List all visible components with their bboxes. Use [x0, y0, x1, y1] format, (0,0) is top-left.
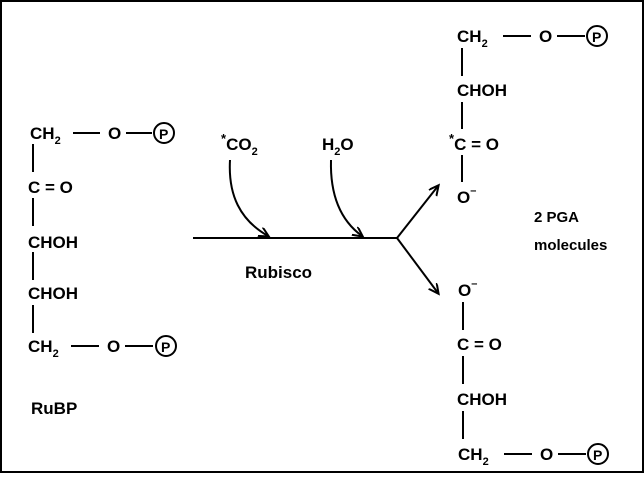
h2o-label: H2O: [322, 135, 354, 158]
phosphate-icon: [155, 335, 177, 357]
rubp-o-bottom: O: [107, 337, 120, 356]
pga-bottom-choh: CHOH: [457, 390, 507, 409]
pga-top-o: O: [539, 27, 552, 46]
pga-label-line2: molecules: [534, 237, 607, 254]
rubp-molecule: CH2 O P C = O CHOH CHOH CH2 O P RuBP: [28, 122, 177, 418]
pga-top-carboxyl: *C = O: [449, 131, 499, 154]
h2o-curved-arrow: [329, 159, 362, 236]
split-arrow-up: [396, 186, 438, 239]
rubp-choh-1: CHOH: [28, 233, 78, 252]
rubp-o-top: O: [108, 124, 121, 143]
co2-curved-arrow: [228, 159, 268, 236]
rubp-choh-2: CHOH: [28, 284, 78, 303]
pga-top-o-minus: O–: [457, 185, 476, 207]
phosphate-letter: P: [159, 126, 168, 142]
rubp-label: RuBP: [31, 399, 77, 418]
phosphate-icon: [586, 25, 608, 47]
rubp-ch2-top: CH2: [30, 124, 61, 147]
rubp-carbonyl: C = O: [28, 178, 73, 197]
rubp-ch2-bottom: CH2: [28, 337, 59, 360]
pga-top-choh: CHOH: [457, 81, 507, 100]
pga-top-ch2: CH2: [457, 27, 488, 50]
phosphate-letter: P: [161, 339, 170, 355]
phosphate-icon: [153, 122, 175, 144]
phosphate-letter: P: [592, 29, 601, 45]
co2-label: *CO2: [221, 131, 258, 158]
split-arrow-down: [396, 237, 438, 293]
pga-bottom-o-minus: O–: [458, 278, 477, 300]
pga-top-molecule: CH2 O P CHOH *C = O O–: [449, 25, 608, 207]
pga-bottom-ch2: CH2: [458, 445, 489, 468]
pga-bottom-o: O: [540, 445, 553, 464]
pga-label-line1: 2 PGA: [534, 209, 579, 226]
pga-bottom-carboxyl: C = O: [457, 335, 502, 354]
pga-bottom-molecule: O– C = O CHOH CH2 O P: [457, 278, 609, 468]
phosphate-icon: [587, 443, 609, 465]
enzyme-label: Rubisco: [245, 263, 312, 282]
reaction-arrow: *CO2 H2O Rubisco: [193, 131, 438, 293]
phosphate-letter: P: [593, 447, 602, 463]
